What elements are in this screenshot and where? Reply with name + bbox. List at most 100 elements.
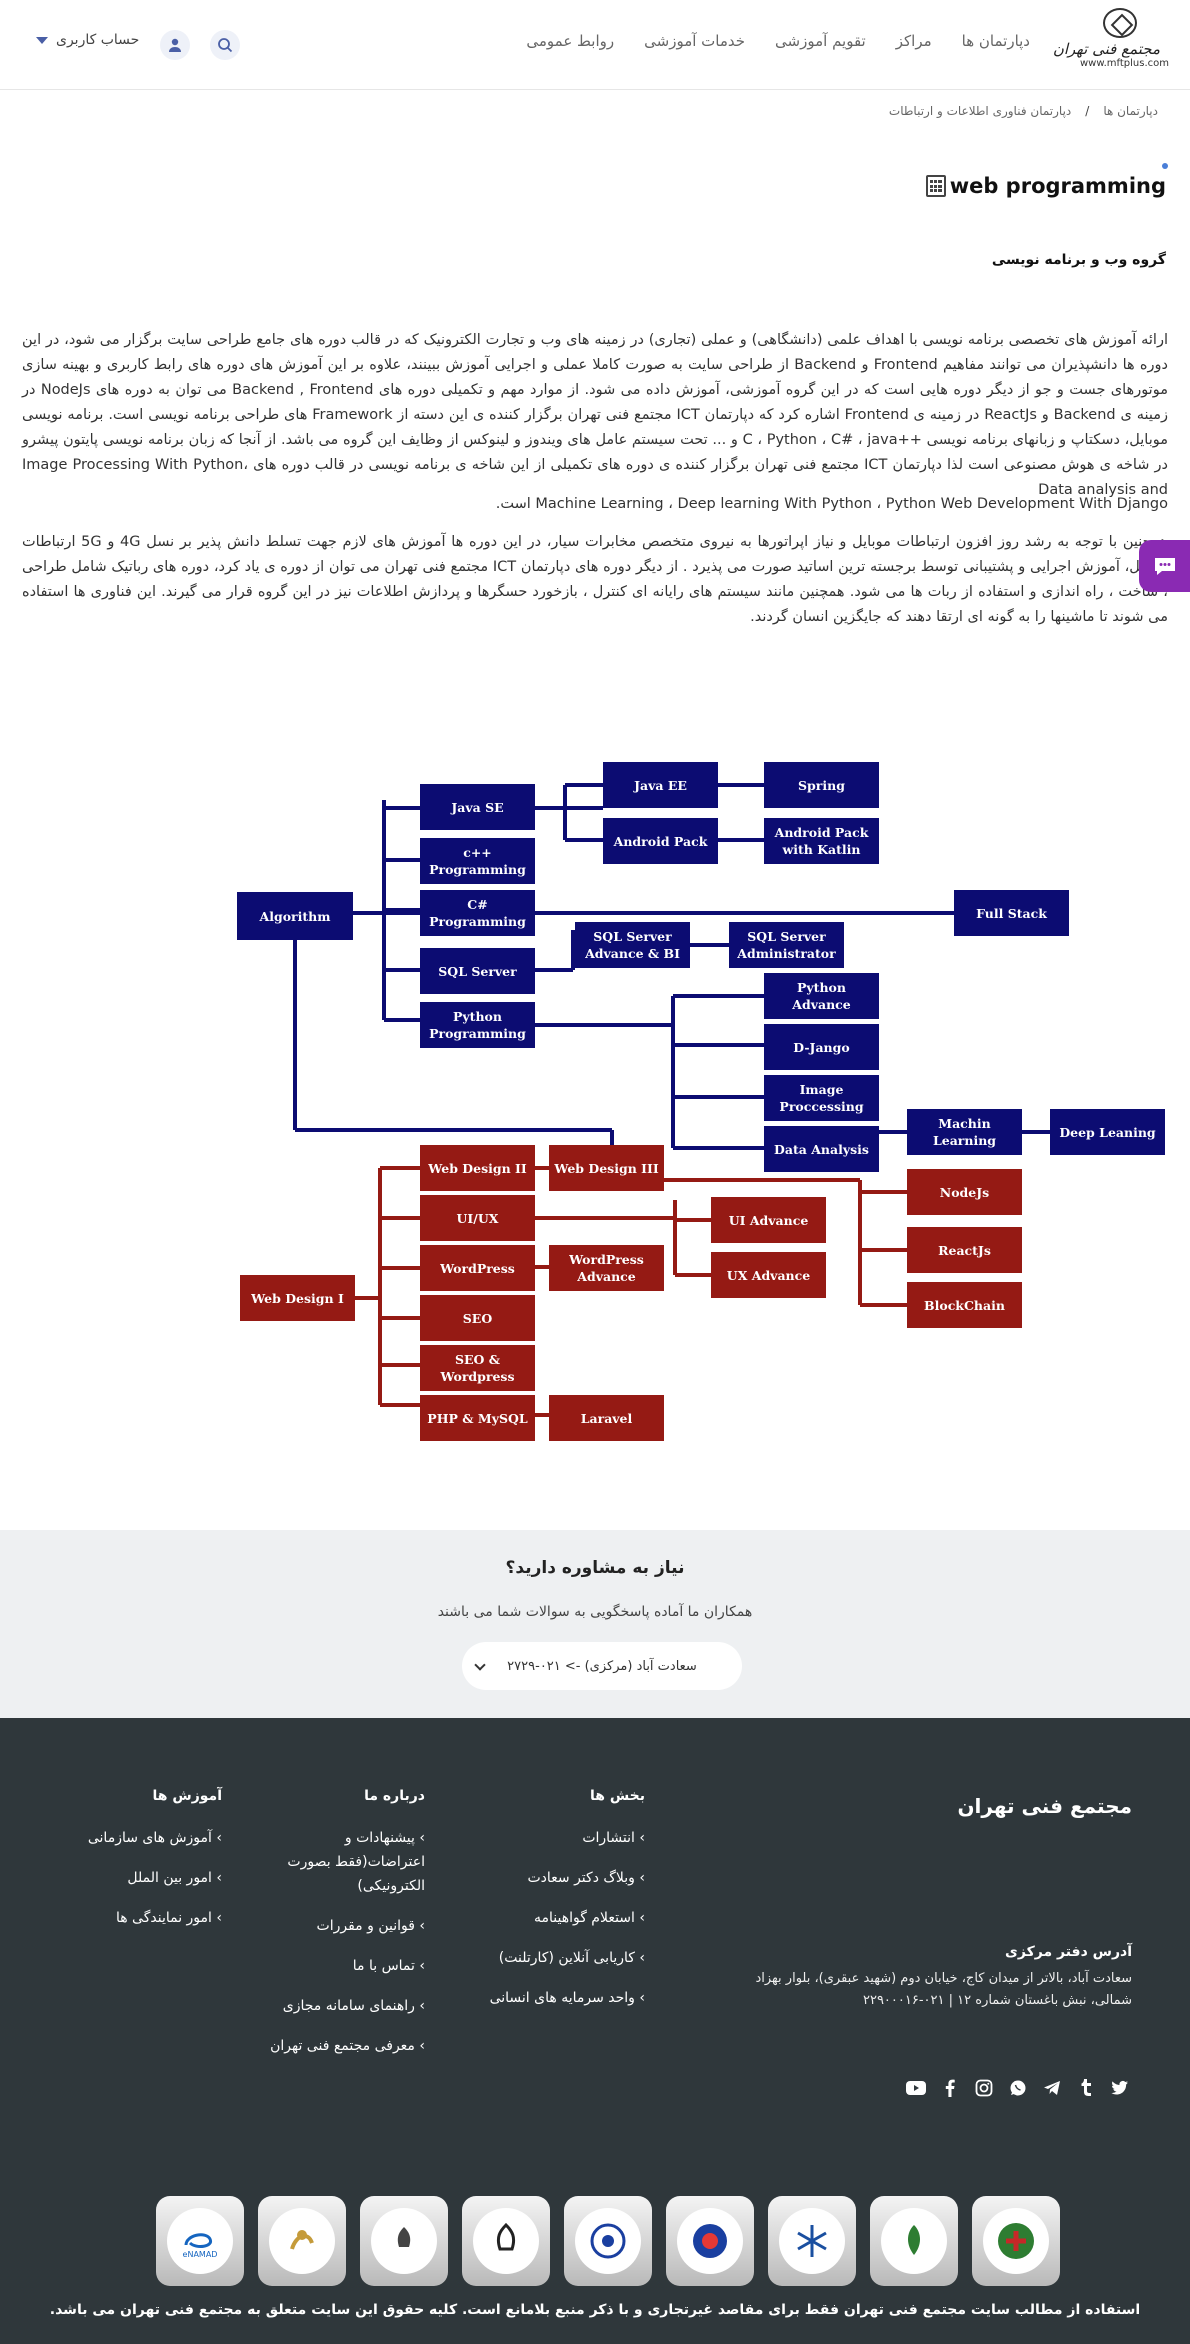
nav-centers[interactable]: مراکز — [895, 32, 932, 50]
page-subtitle: گروه وب و برنامه نویسی — [991, 252, 1166, 268]
node-wordpress: WordPress — [420, 1245, 535, 1291]
node-wordpress-advance: WordPress Advance — [549, 1245, 664, 1291]
badge-5[interactable] — [564, 2196, 652, 2286]
nav-departments[interactable]: دپارتمان ها — [961, 32, 1030, 50]
footer-link-blog[interactable]: › وبلاگ دکتر سعادت — [527, 1870, 645, 1886]
node-ux-advance: UX Advance — [711, 1252, 826, 1298]
diagram-connectors — [293, 783, 1050, 1417]
search-icon — [218, 38, 233, 53]
telegram-icon[interactable] — [1042, 2078, 1062, 2098]
node-android-kotlin: Android Pack with Katlin — [764, 818, 879, 864]
logo-emblem — [1103, 8, 1137, 38]
site-header: مجتمع فنی تهران www.mftplus.com دپارتمان… — [0, 0, 1190, 90]
breadcrumb-departments[interactable]: دپارتمان ها — [1103, 104, 1158, 118]
badge-7[interactable] — [360, 2196, 448, 2286]
footer-link-contact[interactable]: › تماس با ما — [352, 1958, 425, 1974]
node-web-design-3: Web Design III — [549, 1145, 664, 1191]
footer-link-rules[interactable]: › قوانین و مقررات — [316, 1918, 425, 1934]
footer-brand: مجتمع فنی تهران — [957, 1794, 1132, 1818]
footer-address: سعادت آباد، بالاتر از میدان کاج، خیابان … — [755, 1971, 1132, 2008]
node-nodejs: NodeJs — [907, 1169, 1022, 1215]
badge-2[interactable] — [870, 2196, 958, 2286]
footer-link-international[interactable]: › امور بین الملل — [127, 1870, 222, 1886]
node-laravel: Laravel — [549, 1395, 664, 1441]
node-algorithm: Algorithm — [237, 892, 353, 940]
node-java-se: Java SE — [420, 784, 535, 830]
tumblr-icon[interactable] — [1076, 2078, 1096, 2098]
footer-sections-title: بخش ها — [590, 1788, 645, 1804]
node-machine-learning: Machin Learning — [907, 1109, 1022, 1155]
footer-link-publications[interactable]: › انتشارات — [582, 1830, 645, 1846]
footer-link-certificate[interactable]: › استعلام گواهینامه — [533, 1910, 645, 1926]
consult-subtitle: همکاران ما آماده پاسخگویی به سوالات شما … — [437, 1604, 753, 1620]
courses-paragraph: Machine Learning ، Deep learning With Py… — [495, 496, 1168, 512]
node-full-stack: Full Stack — [954, 890, 1069, 936]
chat-support-button[interactable] — [1139, 540, 1190, 592]
enamad-logo-icon: eNAMAD — [183, 2233, 218, 2259]
node-python: Python Programming — [420, 1002, 535, 1048]
footer-link-jobs[interactable]: › کاریابی آنلاین (کارتلنت) — [498, 1950, 645, 1966]
node-seo: SEO — [420, 1295, 535, 1341]
branch-select[interactable]: سعادت آباد (مرکزی) -> ۰۲۱-۲۷۲۹ — [462, 1642, 742, 1690]
nav-public-relations[interactable]: روابط عمومی — [526, 32, 615, 50]
badge-enamad[interactable]: eNAMAD — [156, 2196, 244, 2286]
footer-link-hr[interactable]: › واحد سرمایه های انسانی — [489, 1990, 645, 2006]
site-logo[interactable]: مجتمع فنی تهران www.mftplus.com — [1052, 8, 1169, 78]
badge-3[interactable] — [768, 2196, 856, 2286]
node-python-advance: Python Advance — [764, 973, 879, 1019]
chat-icon — [1154, 558, 1175, 575]
node-blockchain: BlockChain — [907, 1282, 1022, 1328]
breadcrumb: دپارتمان ها / دپارتمان فناوری اطلاعات و … — [889, 104, 1158, 118]
page-title-text: web programming — [949, 174, 1166, 198]
decorative-dot — [1162, 163, 1168, 169]
user-button[interactable] — [160, 30, 190, 60]
footer-link-intro[interactable]: › معرفی مجتمع فنی تهران — [270, 2038, 425, 2054]
node-spring: Spring — [764, 762, 879, 808]
footer-sections: بخش ها › انتشارات › وبلاگ دکتر سعادت › ا… — [465, 1788, 645, 2026]
youtube-icon[interactable] — [906, 2078, 926, 2098]
mobile-paragraph: همچنین با توجه به رشد روز افزون ارتباطات… — [22, 534, 1168, 625]
breadcrumb-ict-department[interactable]: دپارتمان فناوری اطلاعات و ارتباطات — [888, 104, 1072, 118]
nav-calendar[interactable]: تقویم آموزشی — [775, 32, 866, 50]
badge-8[interactable] — [258, 2196, 346, 2286]
whatsapp-icon[interactable] — [1008, 2078, 1028, 2098]
svg-text:eNAMAD: eNAMAD — [183, 2250, 218, 2259]
user-icon — [169, 38, 181, 52]
logo-text: مجتمع فنی تهران — [1052, 40, 1160, 58]
footer-link-virtual-guide[interactable]: › راهنمای سامانه مجازی — [282, 1998, 425, 2014]
node-reactjs: ReactJs — [907, 1227, 1022, 1273]
iran-emblem-icon — [496, 2222, 516, 2251]
copyright-text: استفاده از مطالب سایت مجتمع فنی تهران فق… — [49, 2302, 1141, 2318]
samandehi-logo-icon — [290, 2230, 314, 2250]
nav-services[interactable]: خدمات آموزشی — [644, 32, 746, 50]
badge-4[interactable] — [666, 2196, 754, 2286]
node-web-design-2: Web Design II — [420, 1145, 535, 1191]
twitter-icon[interactable] — [1110, 2078, 1130, 2098]
node-csharp: C# Programming — [420, 890, 535, 936]
facebook-icon[interactable] — [940, 2078, 960, 2098]
site-footer: مجتمع فنی تهران آدرس دفتر مرکزی سعادت آب… — [0, 1718, 1190, 2344]
node-cpp: c++ Programming — [420, 838, 535, 884]
account-menu[interactable]: حساب کاربری — [36, 32, 139, 48]
footer-link-agencies[interactable]: › امور نمایندگی ها — [115, 1910, 222, 1926]
footer-link-suggestions[interactable]: › پیشنهادات و اعتراضات(فقط بصورت الکترون… — [287, 1830, 425, 1894]
footer-link-organizational[interactable]: › آموزش های سازمانی — [87, 1830, 222, 1846]
badge-1[interactable] — [972, 2196, 1060, 2286]
node-django: D-Jango — [764, 1024, 879, 1070]
consult-title: نیاز به مشاوره دارید؟ — [505, 1558, 685, 1578]
footer-about: درباره ما › پیشنهادات و اعتراضات(فقط بصو… — [265, 1788, 425, 2074]
instagram-icon[interactable] — [974, 2078, 994, 2098]
node-uiux: UI/UX — [420, 1195, 535, 1241]
footer-address-title: آدرس دفتر مرکزی — [1005, 1944, 1132, 1960]
chevron-down-icon — [36, 36, 48, 44]
badge-6[interactable] — [462, 2196, 550, 2286]
chevron-down-icon — [474, 1659, 486, 1671]
node-image-processing: Image Proccessing — [764, 1075, 879, 1121]
node-php-mysql: PHP & MySQL — [420, 1395, 535, 1441]
footer-education-title: آموزش ها — [152, 1788, 222, 1804]
search-button[interactable] — [210, 30, 240, 60]
calculator-icon — [925, 175, 946, 197]
node-deep-learning: Deep Leaning — [1050, 1109, 1165, 1155]
node-sql-server: SQL Server — [420, 948, 535, 994]
account-label: حساب کاربری — [56, 32, 140, 48]
